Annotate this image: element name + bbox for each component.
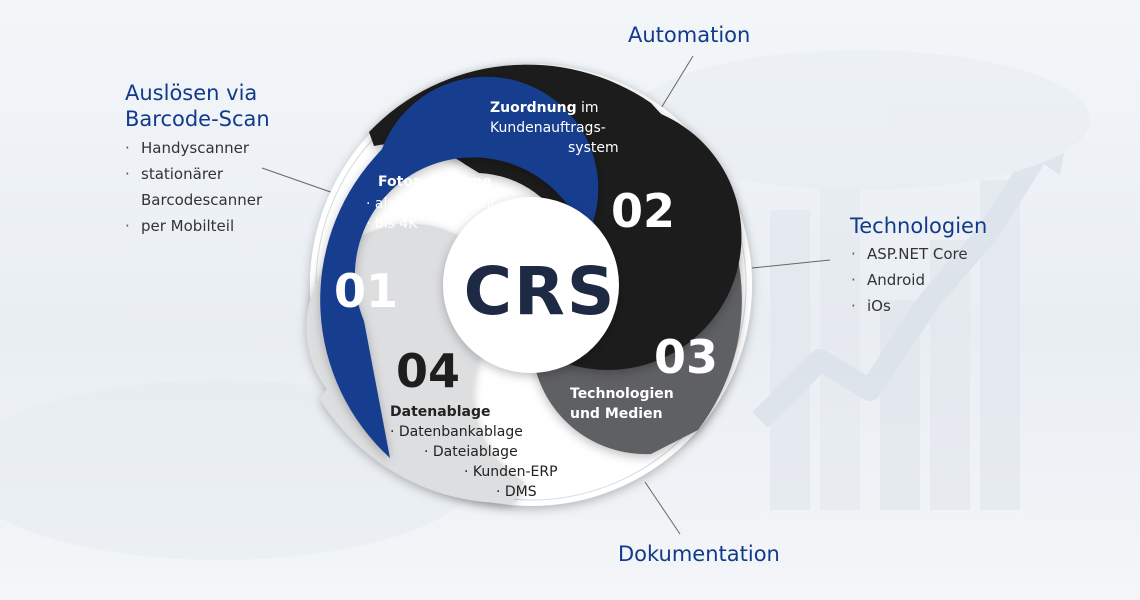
segment-04-title: Datenablage: [390, 404, 491, 420]
segment-04-text: Datenablage · Datenbankablage · Dateiabl…: [390, 402, 558, 502]
segment-01-text: Fotoaufnahme · als Bilddokument · bis 4K: [366, 172, 496, 234]
list-item: ASP.NET Core: [851, 241, 968, 267]
callout-technologien-title: Technologien: [850, 214, 988, 238]
segment-04-line-4: · DMS: [496, 484, 537, 500]
callout-ausloesen-list: Handyscanner stationärer Barcodescanner …: [125, 135, 262, 239]
list-item: Android: [851, 267, 968, 293]
callout-automation-title: Automation: [628, 23, 751, 47]
list-item: Handyscanner: [125, 135, 262, 161]
connector-technologien: [751, 259, 831, 269]
segment-02-line-2: system: [568, 140, 619, 156]
bg-bar-2: [820, 170, 860, 510]
list-item: iOs: [851, 293, 968, 319]
segment-02-number: 02: [611, 184, 676, 238]
segment-01: [320, 76, 599, 458]
callout-dokumentation-title: Dokumentation: [618, 542, 780, 566]
segment-02-line-1: Kundenauftrags-: [490, 120, 606, 136]
segment-04-line-1: · Datenbankablage: [390, 424, 523, 440]
list-item: per Mobilteil: [125, 213, 262, 239]
segment-04-number: 04: [396, 344, 461, 398]
segment-04-line-3: · Kunden-ERP: [464, 464, 558, 480]
callout-ausloesen-title-line-2: Barcode-Scan: [125, 107, 270, 131]
center-circle: [443, 197, 619, 373]
segment-03-text: Technologien und Medien: [570, 384, 674, 424]
list-item: Barcodescanner: [125, 187, 262, 213]
list-item: stationärer: [125, 161, 262, 187]
segment-01-line-1: · als Bilddokument: [366, 196, 496, 212]
segment-02-text: Zuordnung im Kundenauftrags- system: [490, 98, 619, 158]
segment-02-title-rest: im: [576, 100, 599, 116]
segment-03-line-1: Technologien: [570, 386, 674, 402]
list-item-continuation: Barcodescanner: [141, 191, 263, 209]
bg-bar-1: [770, 210, 810, 510]
bg-trend-arrow: [752, 144, 1050, 428]
connector-ausloesen: [261, 167, 343, 197]
bg-map-blob: [630, 50, 1090, 190]
callout-technologien-list: ASP.NET Core Android iOs: [851, 241, 968, 319]
segment-03-line-2: und Medien: [570, 406, 663, 422]
callout-ausloesen-title-line-1: Auslösen via: [125, 81, 258, 105]
center-title: CRS: [463, 253, 617, 330]
segment-01-number: 01: [334, 264, 399, 318]
segment-01-title: Fotoaufnahme: [378, 174, 492, 190]
segment-03-number: 03: [654, 330, 719, 384]
segment-03: [534, 135, 742, 455]
segment-02-title: Zuordnung: [490, 100, 577, 116]
callout-ausloesen-title: Auslösen via Barcode-Scan: [125, 80, 270, 132]
segment-01-line-2: · bis 4K: [366, 216, 418, 232]
connector-dokumentation: [644, 481, 681, 535]
segment-04-line-2: · Dateiablage: [424, 444, 518, 460]
